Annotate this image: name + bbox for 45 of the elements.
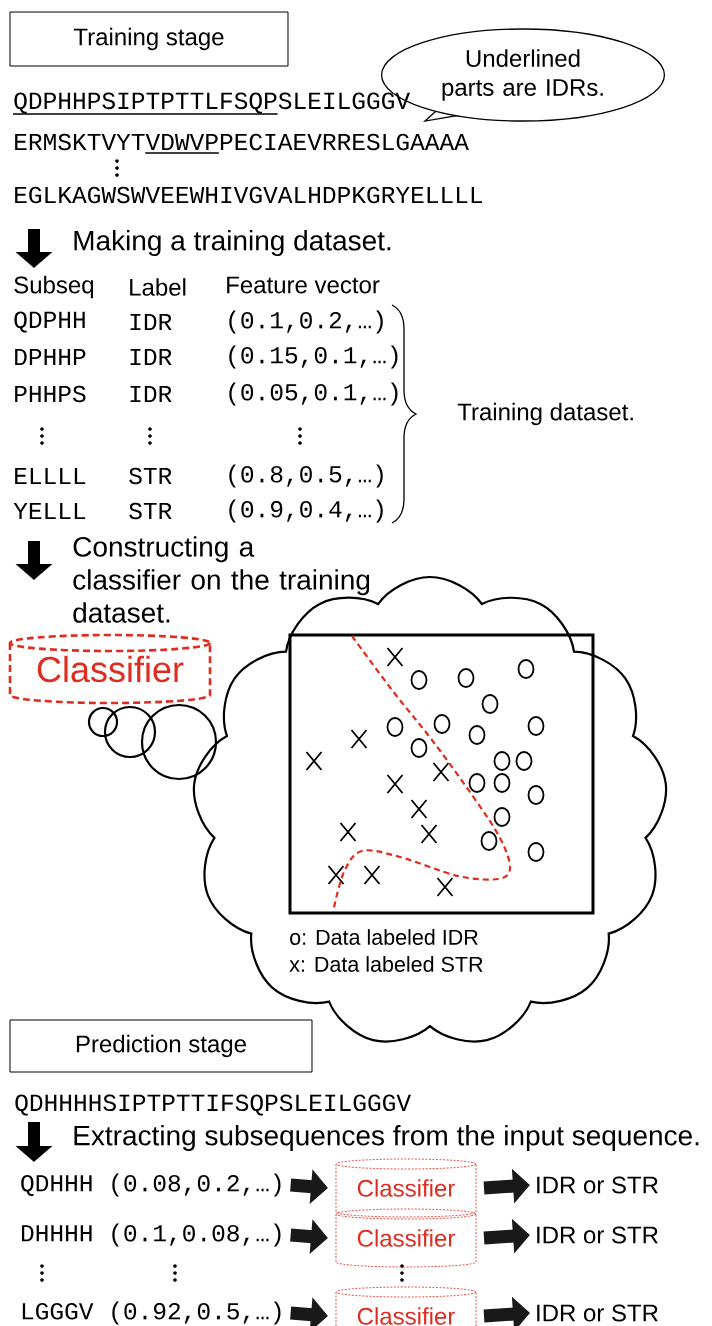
sequence-text: QDHHHHSIPTPTTIFSQPSLEILGGGV (15, 1094, 411, 1116)
classifier-cylinder: Classifier (8, 633, 212, 705)
block-arrow (290, 1297, 328, 1326)
sequence-text: EGLKAGWSWVEEWHIVGVALHDPKGRYELLLL (15, 186, 483, 204)
table-cell: (0.9,0.4,…) (229, 499, 383, 523)
node-label: Classifier (357, 1229, 455, 1247)
feature-row: LGGGV (0.92,0.5,…) (22, 1301, 281, 1325)
brace-label: Training dataset. (457, 402, 633, 426)
classifier-cylinder: Classifier (335, 1286, 477, 1326)
classifier-cylinder: Classifier (335, 1158, 477, 1218)
feature-row: DHHHH (0.1,0.08,…) (21, 1223, 281, 1247)
table-cell: (0.8,0.5,…) (229, 464, 383, 488)
node-label: Classifier (357, 1179, 455, 1197)
classifier-cylinder: Classifier (335, 1208, 477, 1268)
stage-box: Training stage (9, 11, 289, 67)
step-caption: Extracting subsequences from the input sequence. (74, 1124, 699, 1152)
block-arrow (483, 1296, 530, 1326)
table-cell: PHHPS (15, 385, 86, 403)
table-cell: STR (129, 467, 172, 485)
legend-text: x: Data labeled STR (289, 956, 483, 972)
table-cell: DPHHP (15, 348, 86, 366)
result-text: IDR or STR (537, 1226, 658, 1244)
stage-box: Prediction stage (9, 1019, 313, 1073)
table-cell: (0.1,0.2,…) (229, 310, 383, 334)
legend-text: o: Data labeled IDR (290, 929, 478, 945)
column-header: Subseq (14, 275, 94, 299)
table-cell: IDR (130, 313, 172, 331)
table-cell: ELLLL (15, 467, 86, 485)
step-caption: Making a training dataset. (74, 230, 391, 257)
result-text: IDR or STR (537, 1304, 658, 1322)
column-header: Feature vector (227, 276, 380, 294)
result-text: IDR or STR (537, 1176, 658, 1194)
table-cell: IDR (130, 385, 172, 403)
table-cell: QDPHH (14, 311, 85, 333)
feature-row: QDHHH (0.08,0.2,…) (21, 1173, 281, 1197)
table-cell: STR (129, 502, 172, 520)
table-cell: (0.05,0.1,…) (229, 382, 398, 406)
step-caption: Constructing a classifier on the training dataset. (73, 536, 370, 623)
table-cell: IDR (130, 348, 172, 366)
column-header: Label (130, 278, 186, 296)
node-label: Classifier (357, 1307, 455, 1325)
table-cell: (0.15,0.1,…) (229, 345, 398, 369)
table-cell: YELLL (13, 502, 86, 520)
node-label: Classifier (37, 655, 184, 683)
sequence-text: ERMSKTVYTVDWVPPECIAEVRRESLGAAAA (15, 133, 469, 151)
